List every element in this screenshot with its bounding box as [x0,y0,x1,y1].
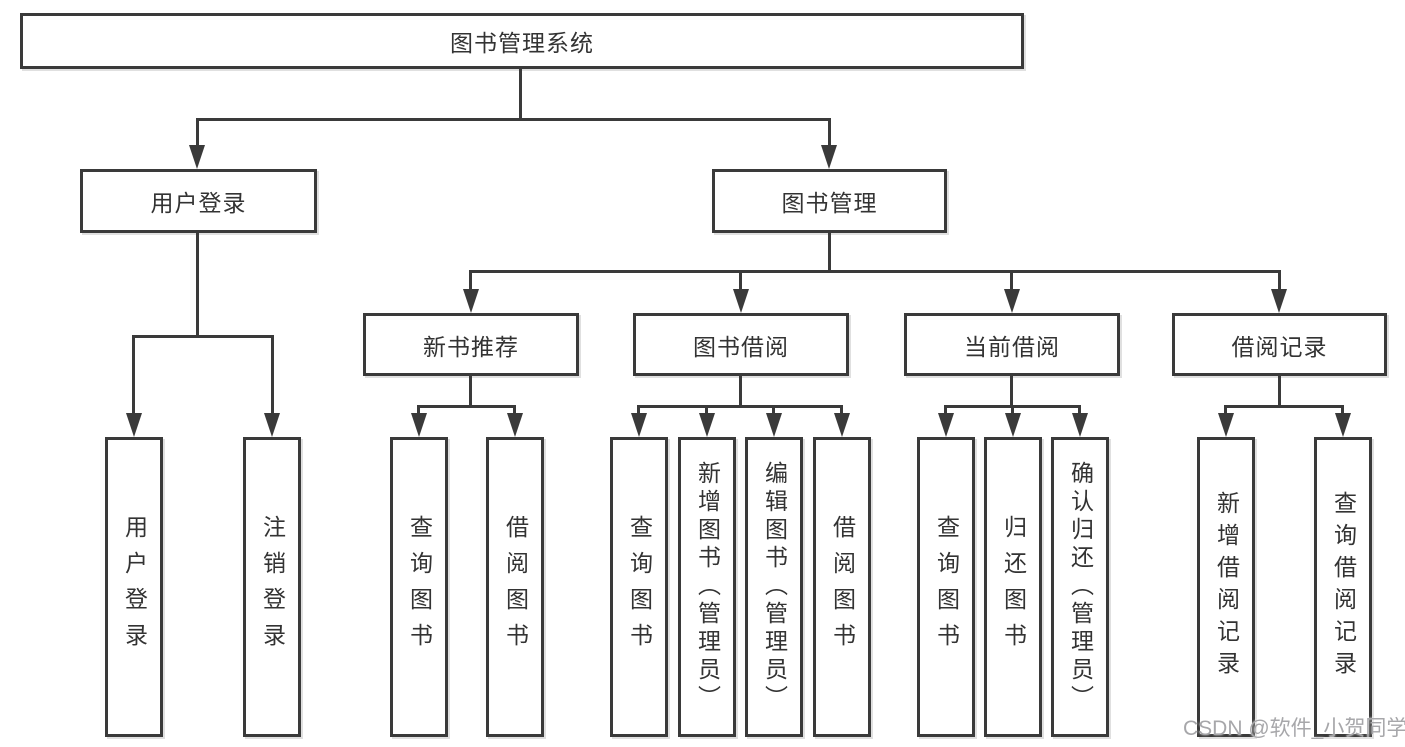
edge-mgmt-trunk [828,233,831,273]
node-current-borrow: 当前借阅 [904,313,1120,376]
edge-group1-hbar [417,405,516,408]
edge-group1-trunk [469,376,472,407]
edge-leaf13-stem [1341,405,1344,417]
arrowhead-leaf6 [699,413,715,437]
leaf-confirm-return-admin: 确认归还（管理员） [1051,437,1109,737]
leaf-query-books-1: 查询图书 [390,437,448,737]
node-current-borrow-label: 当前借阅 [964,333,1060,360]
leaf-user-login: 用户登录 [105,437,163,737]
edge-root-trunk [519,68,522,121]
edge-leaf11-stem [1078,405,1081,417]
arrowhead-leaf-logout [264,413,280,437]
node-book-borrow: 图书借阅 [633,313,849,376]
edge-group2-hbar [637,405,843,408]
edge-leaf3-stem [417,405,420,417]
edge-group2-trunk [739,376,742,407]
node-borrow-records: 借阅记录 [1172,313,1387,376]
edge-mgmt-stem [828,118,831,148]
leaf-borrow-books-1: 借阅图书 [486,437,544,737]
edge-leaf5-stem [637,405,640,417]
edge-leaf-logout-stem [271,335,274,417]
edge-leaf10-stem [1011,405,1014,417]
node-book-management-label: 图书管理 [781,190,878,216]
edge-group3-stem [1010,270,1013,292]
leaf-query-borrow-record: 查询借阅记录 [1314,437,1372,737]
leaf-query-books-3: 查询图书 [917,437,975,737]
edge-leaf7-stem [772,405,775,417]
leaf-add-borrow-record: 新增借阅记录 [1197,437,1255,737]
node-user-login: 用户登录 [80,169,317,233]
arrowhead-leaf5 [631,413,647,437]
arrowhead-leaf8 [834,413,850,437]
node-book-borrow-label: 图书借阅 [693,333,789,360]
edge-login-hbar [132,335,274,338]
leaf-edit-book-admin: 编辑图书（管理员） [745,437,803,737]
arrowhead-leaf13 [1335,413,1351,437]
arrowhead-leaf12 [1218,413,1234,437]
leaf-return-book-label: 归还图书 [1000,515,1027,659]
leaf-logout-label: 注销登录 [259,515,286,659]
leaf-borrow-books-1-label: 借阅图书 [502,515,529,659]
edge-group2-stem [739,270,742,292]
arrowhead-leaf9 [938,413,954,437]
leaf-borrow-books-2: 借阅图书 [813,437,871,737]
edge-mgmt-hbar [469,270,1281,273]
node-borrow-records-label: 借阅记录 [1231,333,1328,360]
arrowhead-mgmt [821,145,837,169]
arrowhead-leaf3 [411,413,427,437]
arrowhead-group3 [1004,289,1020,313]
edge-root-hbar [197,118,831,121]
edge-group4-stem [1278,270,1281,292]
edge-leaf4-stem [513,405,516,417]
edge-group1-stem [469,270,472,292]
arrowhead-leaf11 [1072,413,1088,437]
node-root: 图书管理系统 [20,13,1024,69]
arrowhead-group1 [463,289,479,313]
leaf-query-borrow-record-label: 查询借阅记录 [1330,491,1357,683]
leaf-borrow-books-2-label: 借阅图书 [829,515,856,659]
edge-login-stem [196,118,199,148]
csdn-watermark: CSDN @软件_小贺同学 [1183,717,1405,740]
node-user-login-label: 用户登录 [150,190,247,216]
leaf-query-books-2-label: 查询图书 [626,515,653,659]
edge-leaf8-stem [840,405,843,417]
edge-leaf6-stem [705,405,708,417]
arrowhead-leaf-user-login [126,413,142,437]
arrowhead-leaf4 [507,413,523,437]
edge-login-trunk [196,233,199,337]
leaf-logout: 注销登录 [243,437,301,737]
edge-group4-trunk [1278,376,1281,407]
arrowhead-leaf10 [1005,413,1021,437]
edge-leaf12-stem [1224,405,1227,417]
leaf-query-books-1-label: 查询图书 [406,515,433,659]
node-root-label: 图书管理系统 [450,30,594,56]
arrowhead-login [189,145,205,169]
node-new-book-recommend-label: 新书推荐 [423,333,519,360]
arrowhead-leaf7 [766,413,782,437]
leaf-add-book-admin-label: 新增图书（管理员） [694,461,721,713]
leaf-query-books-3-label: 查询图书 [933,515,960,659]
node-book-management: 图书管理 [712,169,947,233]
leaf-add-borrow-record-label: 新增借阅记录 [1213,491,1240,683]
edge-leaf9-stem [944,405,947,417]
leaf-user-login-label: 用户登录 [121,515,148,659]
edge-group3-trunk [1010,376,1013,407]
edge-group4-hbar [1224,405,1344,408]
node-new-book-recommend: 新书推荐 [363,313,579,376]
leaf-add-book-admin: 新增图书（管理员） [678,437,736,737]
arrowhead-group2 [733,289,749,313]
arrowhead-group4 [1271,289,1287,313]
edge-leaf-user-login-stem [132,335,135,417]
leaf-query-books-2: 查询图书 [610,437,668,737]
leaf-return-book: 归还图书 [984,437,1042,737]
leaf-confirm-return-admin-label: 确认归还（管理员） [1067,461,1094,713]
leaf-edit-book-admin-label: 编辑图书（管理员） [761,461,788,713]
